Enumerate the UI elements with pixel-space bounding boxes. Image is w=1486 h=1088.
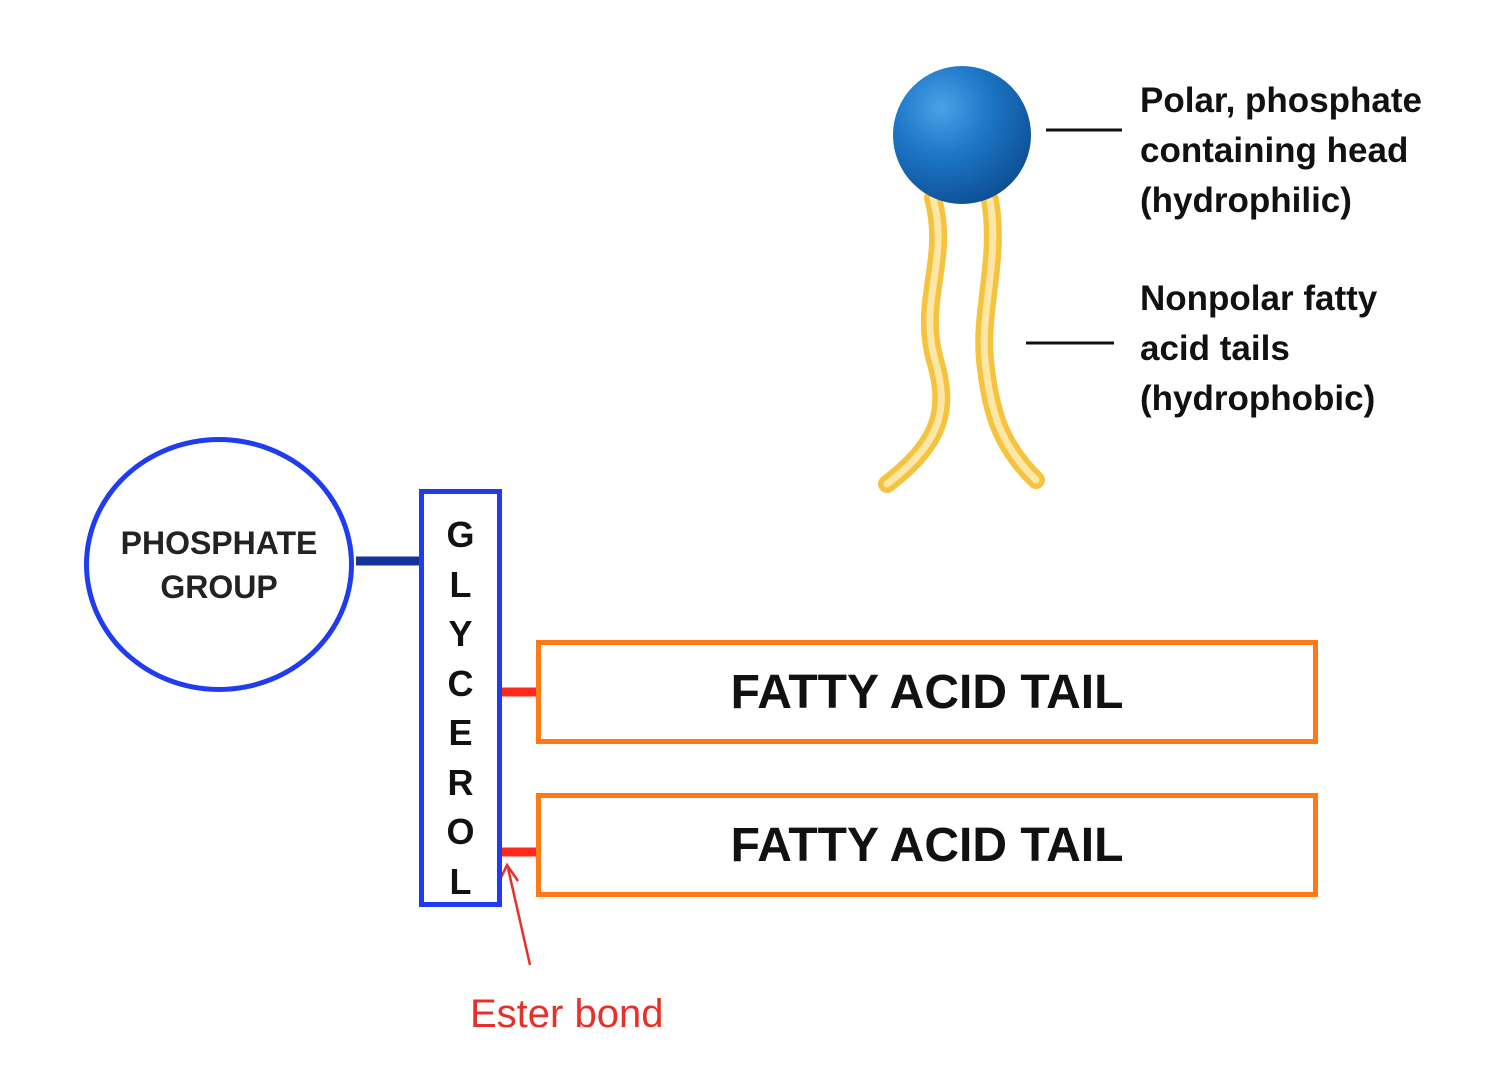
glycerol-backbone: G L Y C E R O L	[419, 489, 502, 907]
polar-head-label-line-1: Polar, phosphate	[1140, 81, 1422, 120]
fatty-acid-tail-lower-label: FATTY ACID TAIL	[730, 818, 1124, 872]
ester-bond-arrow	[506, 867, 532, 966]
glycerol-letter: O	[446, 811, 475, 852]
polar-head-label: Polar, phosphate containing head (hydrop…	[1140, 76, 1422, 226]
glycerol-letter: G	[446, 514, 475, 555]
icon-right-tail-highlight	[980, 196, 1040, 484]
glycerol-letter: R	[447, 761, 474, 803]
glycerol-letter: L	[449, 563, 472, 605]
fatty-acid-tail-upper-label: FATTY ACID TAIL	[730, 665, 1124, 719]
fatty-acid-tail-upper: FATTY ACID TAIL	[536, 640, 1318, 744]
glycerol-letter: Y	[448, 613, 473, 654]
icon-polar-head	[893, 66, 1031, 204]
icon-left-tail-highlight	[883, 194, 945, 488]
glycerol-letter: C	[447, 662, 474, 704]
glycerol-letter: L	[449, 860, 472, 902]
nonpolar-tails-label-line-3: (hydrophobic)	[1140, 379, 1376, 418]
nonpolar-tails-label: Nonpolar fatty acid tails (hydrophobic)	[1140, 274, 1377, 424]
polar-head-label-line-2: containing head	[1140, 131, 1409, 170]
polar-head-label-line-3: (hydrophilic)	[1140, 181, 1352, 220]
phosphate-group: PHOSPHATE GROUP	[84, 437, 354, 692]
nonpolar-tails-label-line-2: acid tails	[1140, 329, 1290, 368]
nonpolar-tails-label-line-1: Nonpolar fatty	[1140, 279, 1378, 318]
ester-bond-label: Ester bond	[470, 992, 664, 1036]
phosphate-group-label-line-1: PHOSPHATE	[120, 524, 318, 561]
phosphate-group-label-line-2: GROUP	[160, 568, 278, 605]
glycerol-letter: E	[448, 712, 473, 753]
fatty-acid-tail-lower: FATTY ACID TAIL	[536, 793, 1318, 897]
